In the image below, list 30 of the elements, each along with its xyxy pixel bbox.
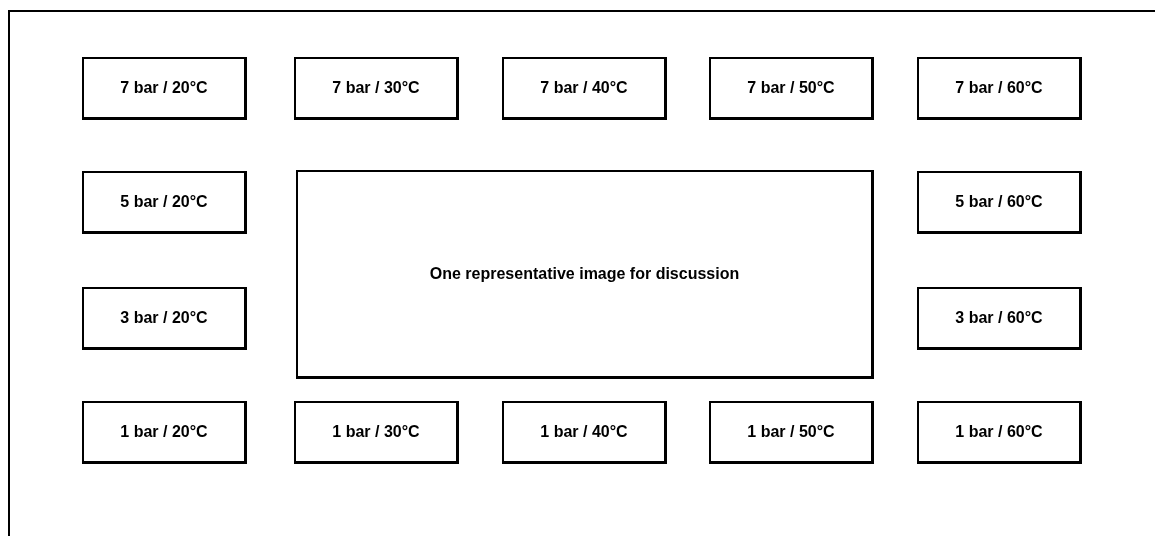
condition-box [82,401,247,464]
condition-box [917,401,1082,464]
node-label: 1 bar / 60°C [955,423,1043,441]
node-label: 3 bar / 20°C [120,309,208,327]
condition-box [917,171,1082,234]
condition-box [294,57,459,120]
condition-box [502,57,667,120]
node-label: 1 bar / 40°C [540,423,628,441]
node-label: One representative image for discussion [429,265,740,283]
node-label: 5 bar / 20°C [120,193,208,211]
condition-box [82,171,247,234]
node-label: 1 bar / 20°C [120,423,208,441]
condition-box [917,287,1082,350]
placeholder-box [296,170,874,379]
condition-box [502,401,667,464]
node-label: 7 bar / 30°C [332,79,420,97]
node-label: 3 bar / 60°C [955,309,1043,327]
condition-box [709,401,874,464]
node-label: 7 bar / 40°C [540,79,628,97]
condition-box [709,57,874,120]
node-label: 1 bar / 50°C [747,423,835,441]
node-label: 7 bar / 20°C [120,79,208,97]
condition-box [917,57,1082,120]
node-label: 7 bar / 60°C [955,79,1043,97]
condition-box [82,287,247,350]
condition-box [82,57,247,120]
node-label: 7 bar / 50°C [747,79,835,97]
condition-box [294,401,459,464]
node-label: 1 bar / 30°C [332,423,420,441]
node-label: 5 bar / 60°C [955,193,1043,211]
